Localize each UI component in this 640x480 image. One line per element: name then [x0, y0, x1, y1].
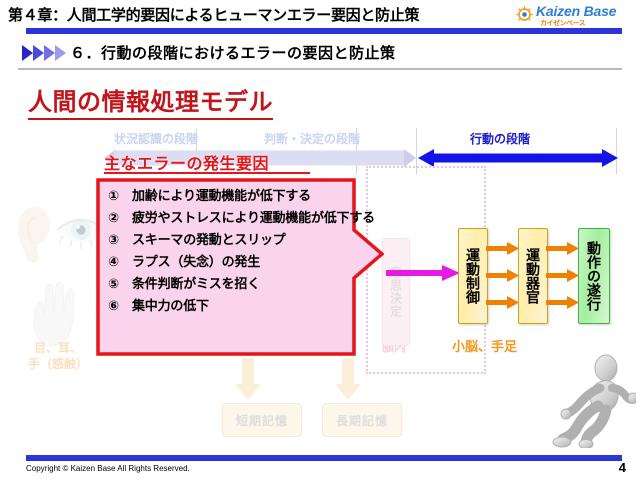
magenta-flow-arrow — [386, 265, 460, 281]
stage-divider-4 — [616, 128, 617, 174]
list-item-text: ラプス（失念）の発生 — [132, 254, 261, 269]
page-title: 人間の情報処理モデル — [28, 82, 273, 120]
section-title: ６．行動の段階におけるエラーの要因と防止策 — [70, 45, 396, 62]
logo-wordmark: Kaizen Base — [536, 3, 617, 19]
list-item: ② 疲労やストレスにより運動機能が低下する — [108, 208, 376, 227]
list-item-text: 加齢により運動機能が低下する — [132, 188, 311, 203]
error-causes-list: ① 加齢により運動機能が低下する ② 疲労やストレスにより運動機能が低下する ③… — [108, 186, 376, 318]
flow-box-motor-organ: 運動器官 — [518, 228, 548, 324]
list-item: ⑥ 集中力の低下 — [108, 296, 376, 315]
running-person-figure — [552, 354, 636, 448]
list-item-number: ⑥ — [108, 298, 120, 313]
error-causes-callout — [96, 178, 384, 356]
list-item-number: ② — [108, 210, 120, 225]
callout-title-underline — [104, 172, 310, 174]
sense-label-line1: 目、耳、 — [33, 341, 82, 355]
list-item-text: 集中力の低下 — [132, 298, 209, 313]
action-stage-double-arrow — [418, 149, 618, 167]
chapter-title: 第４章：人間工学的要因によるヒューマンエラー要因と防止策 — [8, 7, 420, 24]
list-item-number: ⑤ — [108, 276, 120, 291]
callout-title: 主なエラーの発生要因 — [104, 156, 270, 173]
sense-label-line2: 手（感触） — [27, 357, 88, 371]
list-item-text: スキーマの発動とスリップ — [132, 232, 286, 247]
list-item: ① 加齢により運動機能が低下する — [108, 186, 376, 205]
list-item: ⑤ 条件判断がミスを招く — [108, 274, 376, 293]
sense-organs-label: 目、耳、 手（感触） — [10, 340, 106, 372]
hand-image — [33, 281, 75, 347]
faded-stage-arrow — [104, 149, 416, 167]
kaizen-base-logo: Kaizen Base カイゼンベース — [516, 3, 634, 31]
memory-down-arrow-2 — [335, 358, 361, 400]
list-item: ③ スキーマの発動とスリップ — [108, 230, 376, 249]
flow-box-action-execution: 動作の遂行 — [578, 228, 610, 324]
list-item-number: ③ — [108, 232, 120, 247]
long-term-memory-box: 長期記憶 — [322, 403, 402, 437]
header-blue-bar — [26, 28, 622, 34]
header-divider — [18, 68, 622, 70]
list-item-text: 疲労やストレスにより運動機能が低下する — [132, 210, 375, 225]
decision-making-box: 意思決定 — [382, 238, 410, 346]
list-item: ④ ラプス（失念）の発生 — [108, 252, 376, 271]
list-item-number: ④ — [108, 254, 120, 269]
memory-down-arrow-1 — [235, 358, 261, 400]
orange-arrows-group-1 — [486, 242, 519, 309]
logo-subtext: カイゼンベース — [540, 20, 586, 27]
list-item-text: 条件判断がミスを招く — [132, 276, 261, 291]
stage-label-situation: 状況認識の段階 — [114, 132, 199, 146]
page-number: 4 — [618, 460, 626, 475]
short-term-memory-box: 短期記憶 — [222, 403, 302, 437]
footer-blue-bar — [26, 455, 622, 461]
flow-box-motor-control: 運動制御 — [458, 228, 488, 324]
stage-divider-3 — [416, 128, 417, 174]
orange-arrows-group-2 — [546, 242, 579, 309]
callout-shape — [96, 178, 384, 356]
footer-copyright: Copyright © Kaizen Base All Rights Reser… — [26, 464, 190, 473]
sun-gear-icon — [516, 6, 533, 21]
list-item-number: ① — [108, 188, 120, 203]
stage-label-action: 行動の段階 — [470, 132, 531, 146]
cerebellum-limbs-label: 小脳、手足 — [452, 339, 518, 354]
ear-image — [17, 207, 50, 263]
triple-chevron-icon — [22, 45, 66, 61]
stage-label-decision: 判断・決定の段階 — [264, 132, 361, 146]
eye-image — [56, 218, 106, 249]
